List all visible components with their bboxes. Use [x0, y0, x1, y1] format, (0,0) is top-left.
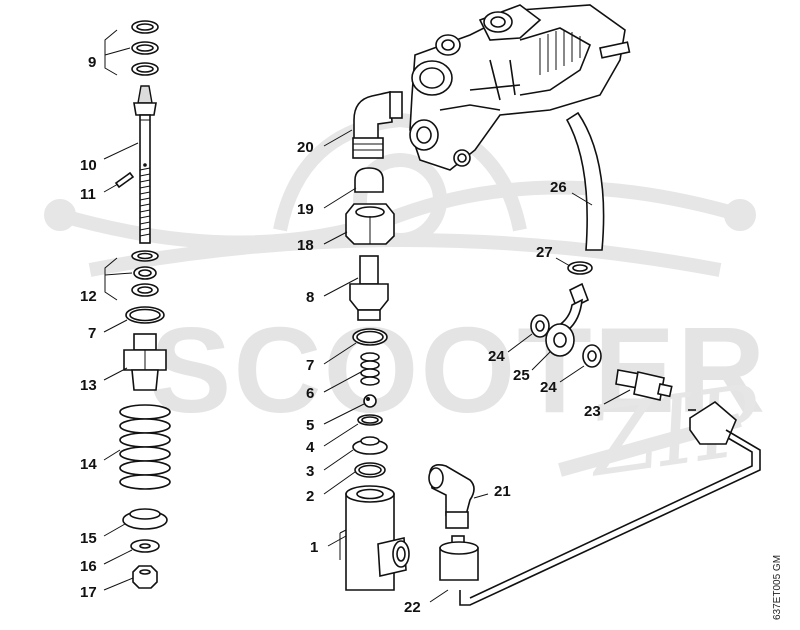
- part-14-spring: [119, 404, 171, 490]
- part-7-o-ring-middle: [352, 328, 388, 346]
- callout-17: 17: [80, 584, 97, 601]
- callout-9: 9: [88, 54, 97, 71]
- callout-20: 20: [297, 139, 314, 156]
- part-24-washer-lower: [582, 344, 602, 368]
- callout-5: 5: [306, 417, 315, 434]
- part-27-clamp: [567, 261, 593, 275]
- callout-8: 8: [306, 289, 315, 306]
- part-22-pipe: [439, 401, 761, 606]
- callout-27: 27: [536, 244, 553, 261]
- callout-24-right: 24: [540, 379, 557, 396]
- part-23-connector: [615, 369, 673, 401]
- part-13-valve-housing: [123, 333, 167, 391]
- part-9-o-rings: [131, 20, 159, 76]
- part-8-nipple: [349, 255, 389, 321]
- callout-12: 12: [80, 288, 97, 305]
- callout-7-middle: 7: [306, 357, 315, 374]
- part-3-valve-seat: [352, 436, 388, 455]
- part-2-o-ring: [354, 462, 386, 478]
- callout-23: 23: [584, 403, 601, 420]
- part-12-seal-rings: [131, 250, 159, 297]
- part-16-washer: [130, 539, 160, 553]
- callout-13: 13: [80, 377, 97, 394]
- part-7-o-ring-left: [125, 306, 165, 324]
- callout-4: 4: [306, 439, 315, 456]
- drawing-code: 637ET005 GM: [772, 554, 783, 620]
- callout-26: 26: [550, 179, 567, 196]
- callout-19: 19: [297, 201, 314, 218]
- watermark-emblem: [44, 112, 756, 477]
- part-6-spring: [360, 352, 380, 386]
- part-26-hose: [565, 111, 605, 251]
- callout-25: 25: [513, 367, 530, 384]
- part-18-hex-nut: [345, 203, 395, 245]
- bracket-9: [104, 29, 118, 76]
- part-5-ball: [363, 394, 377, 408]
- callout-18: 18: [297, 237, 314, 254]
- callout-14: 14: [80, 456, 97, 473]
- leader-lines: [103, 129, 631, 603]
- callout-7-left: 7: [88, 325, 97, 342]
- callout-21: 21: [494, 483, 511, 500]
- pump-head-assembly: [409, 4, 631, 171]
- bracket-12: [104, 257, 118, 301]
- part-25-banjo-fitting: [545, 282, 590, 357]
- part-10-valve-stem: [133, 85, 157, 244]
- part-11-pin: [114, 171, 135, 189]
- part-4-ring: [357, 414, 383, 426]
- part-20-elbow: [352, 91, 403, 159]
- part-15-spring-seat: [122, 508, 168, 530]
- callout-10: 10: [80, 157, 97, 174]
- part-17-nut: [132, 565, 158, 589]
- callout-15: 15: [80, 530, 97, 547]
- part-19-cap: [354, 167, 384, 193]
- part-1-valve-body: [339, 485, 410, 591]
- part-21-elbow: [428, 464, 475, 529]
- part-24-washer-upper: [530, 314, 550, 338]
- callout-11: 11: [80, 186, 96, 203]
- watermark-brand: SCOOTER: [150, 302, 768, 438]
- callout-16: 16: [80, 558, 97, 575]
- callout-24-left: 24: [488, 348, 505, 365]
- callout-1: 1: [310, 539, 319, 556]
- callout-2: 2: [306, 488, 315, 505]
- callout-3: 3: [306, 463, 315, 480]
- callout-6: 6: [306, 385, 315, 402]
- callout-22: 22: [404, 599, 421, 616]
